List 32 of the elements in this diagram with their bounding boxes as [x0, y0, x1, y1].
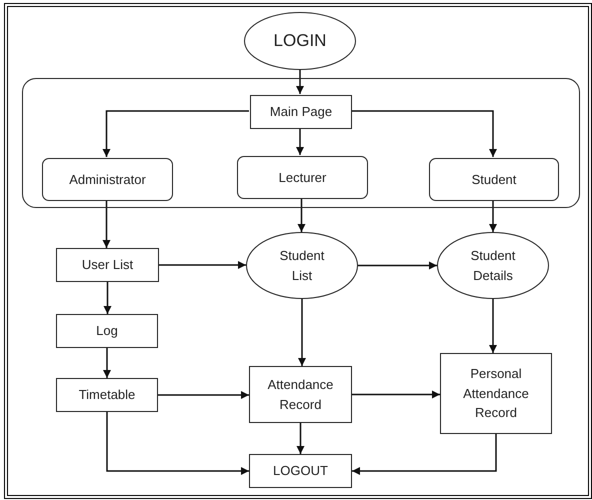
arrow — [102, 110, 249, 157]
arrow — [358, 262, 437, 270]
arrow — [298, 299, 306, 366]
arrow — [351, 110, 497, 157]
process-box: Attendance Record — [249, 366, 352, 423]
process-box: Main Page — [250, 95, 352, 129]
arrow — [489, 299, 497, 353]
process-box: Timetable — [56, 378, 158, 412]
rounded-box: Administrator — [42, 158, 173, 201]
arrow — [106, 412, 249, 475]
process-box: Log — [56, 314, 158, 348]
arrow — [296, 70, 304, 94]
rounded-box: Student — [429, 158, 559, 201]
group-container — [22, 78, 580, 208]
process-box: User List — [56, 248, 159, 282]
ellipse-node: Student List — [246, 232, 358, 299]
arrow — [158, 391, 249, 399]
rounded-box: Lecturer — [237, 156, 368, 199]
ellipse-node: Student Details — [437, 232, 549, 299]
arrow — [298, 198, 306, 232]
arrow — [489, 200, 497, 232]
arrow — [296, 423, 304, 454]
ellipse-node: LOGIN — [244, 12, 356, 70]
arrow — [104, 282, 112, 314]
arrow — [352, 434, 497, 475]
arrow — [352, 390, 440, 398]
process-box: Personal Attendance Record — [440, 353, 552, 434]
arrow — [103, 348, 111, 378]
process-box: LOGOUT — [249, 454, 352, 488]
arrow — [296, 128, 304, 155]
arrow — [102, 200, 110, 248]
arrow — [159, 261, 246, 269]
